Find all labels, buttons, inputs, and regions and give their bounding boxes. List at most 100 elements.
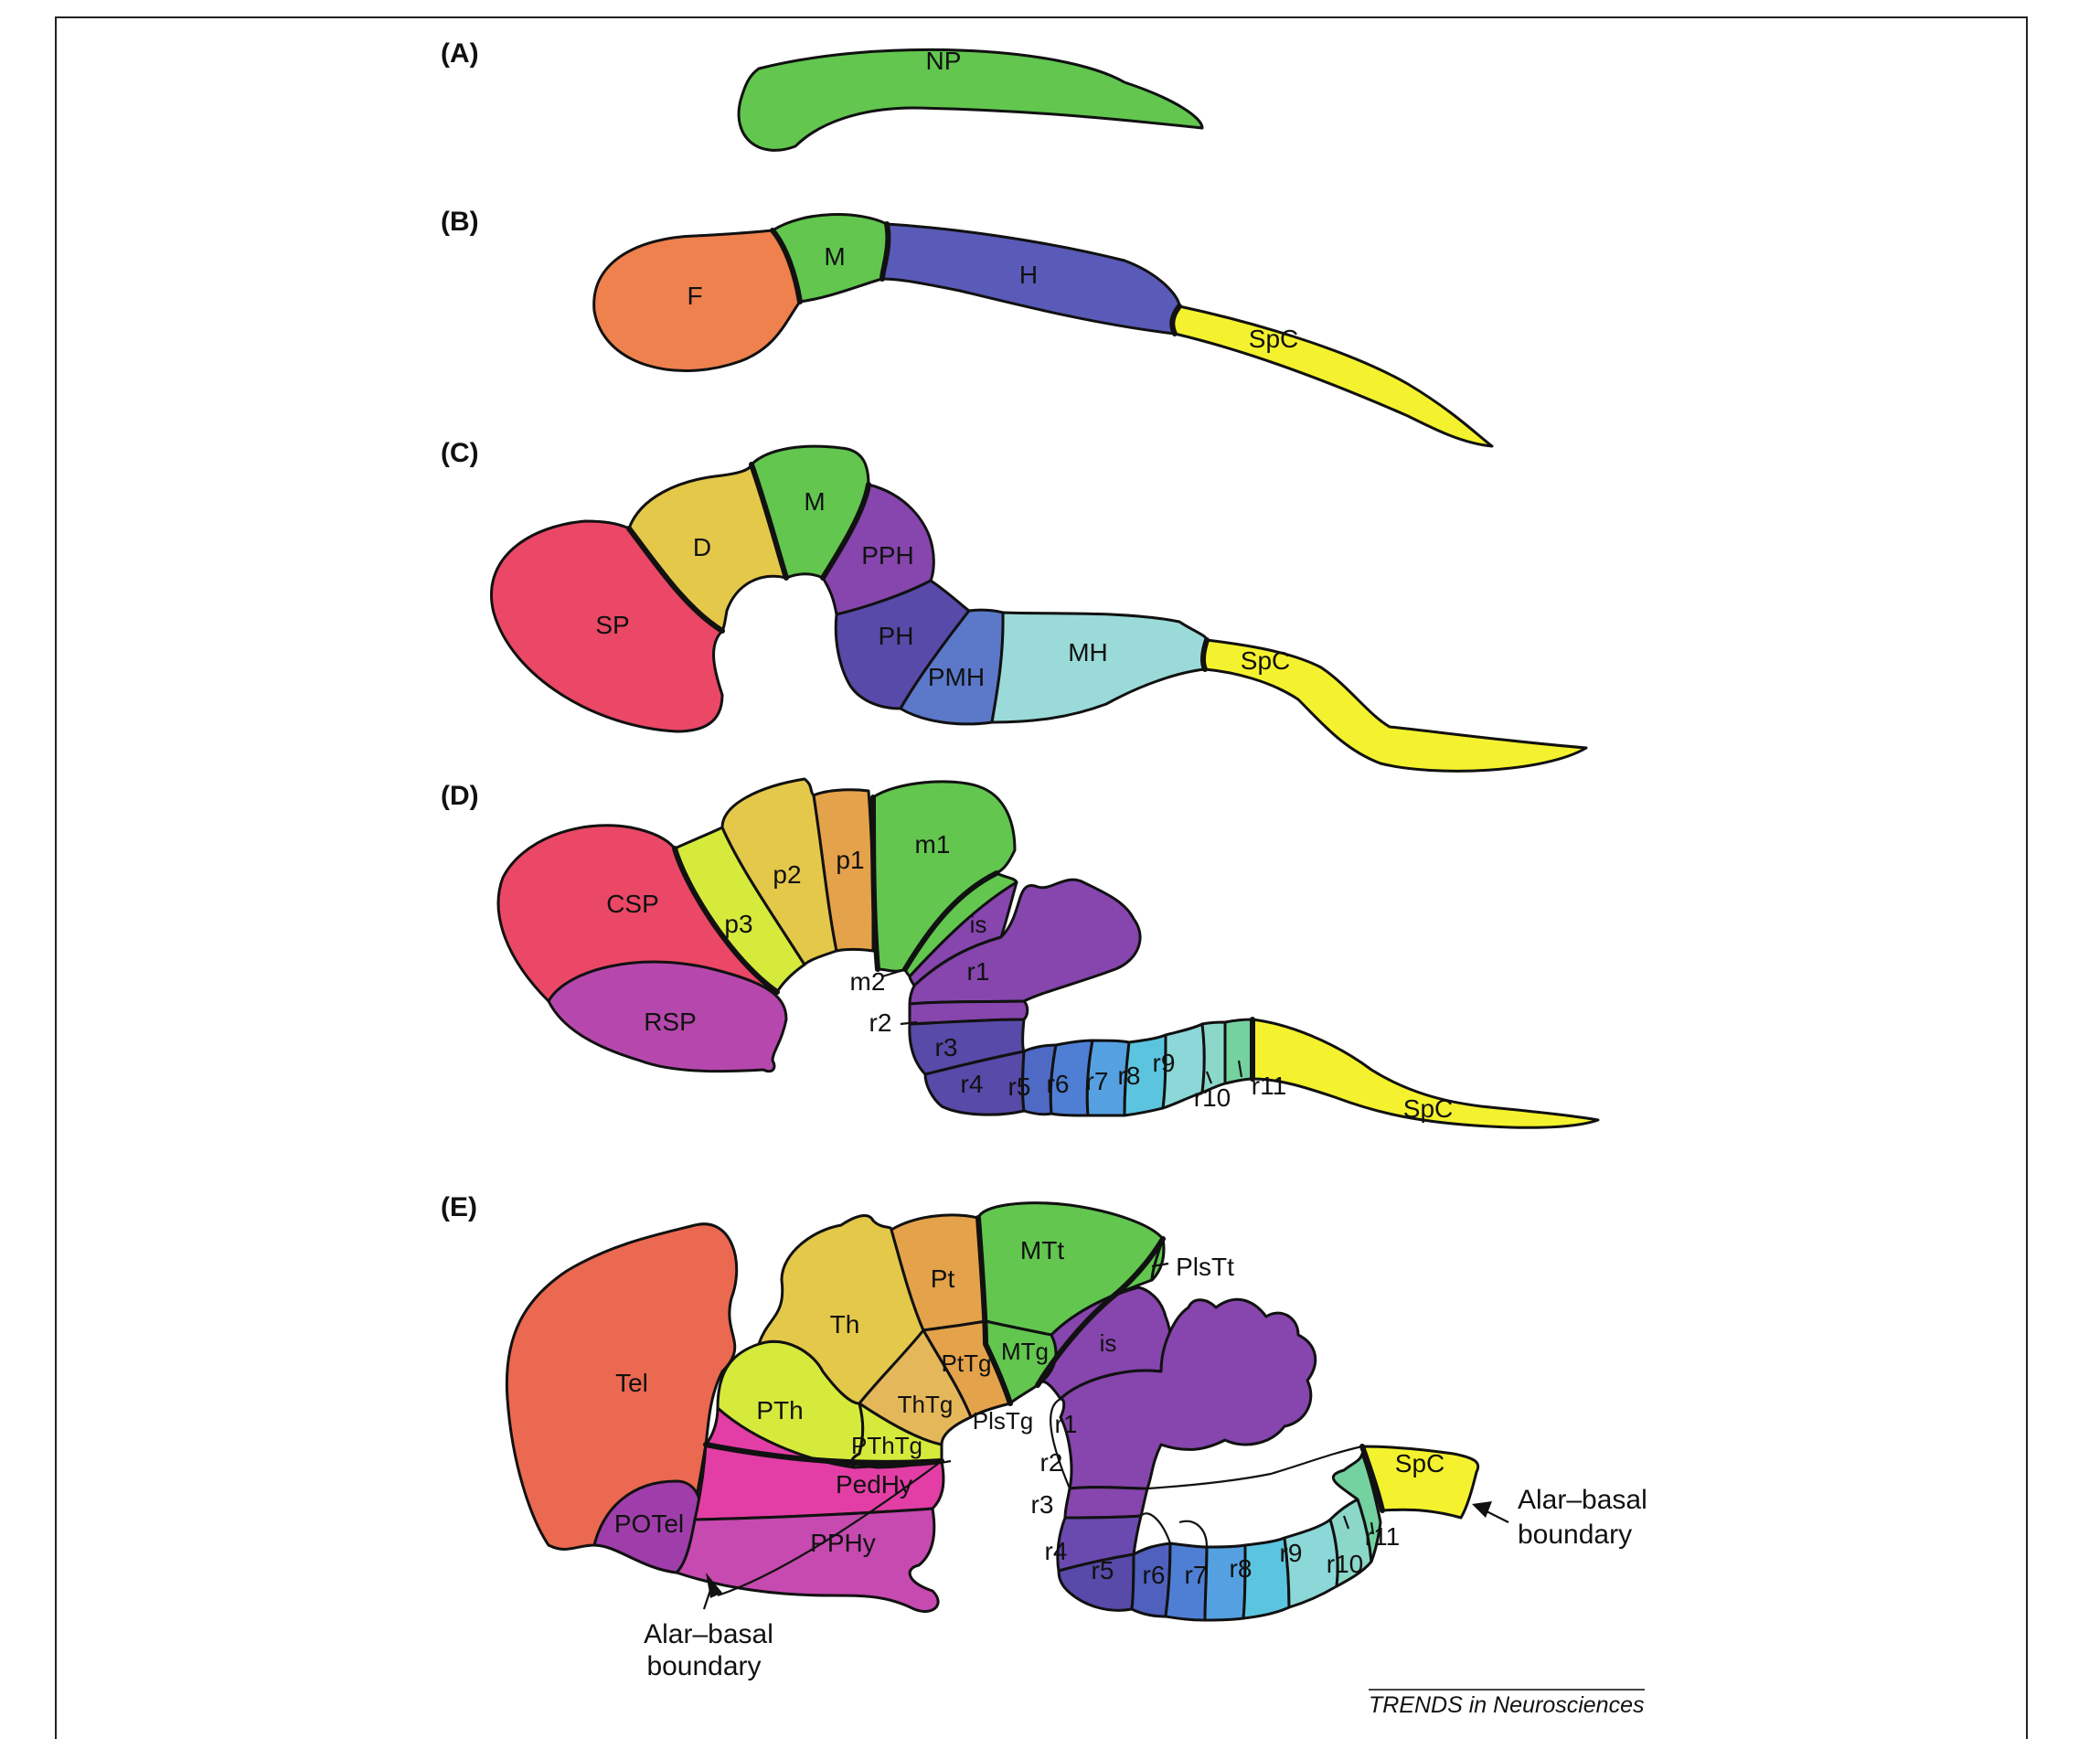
alar-basal-boundary-line <box>717 1460 943 1597</box>
np-region <box>737 48 1204 152</box>
boundary-m-is <box>1035 1236 1166 1388</box>
is-label-d: is <box>970 911 987 938</box>
r10-pointer <box>1205 1071 1213 1084</box>
panel-c: (C) SP D M PPH PH PMH MH SpC <box>441 438 1588 773</box>
m2-pointer <box>881 969 901 978</box>
r1-region-e <box>1059 1297 1317 1490</box>
potel-label: POTel <box>614 1510 684 1538</box>
pttg-label: PtTg <box>942 1350 992 1377</box>
pphy-region <box>675 1507 940 1613</box>
boundary-pt-mtt <box>975 1215 1013 1406</box>
r11-label-e: r11 <box>1365 1522 1400 1551</box>
spc-label-c: SpC <box>1241 646 1290 675</box>
np-label: NP <box>926 47 962 75</box>
m-label-b: M <box>824 242 845 271</box>
alar-basal-label-2-line1: Alar–basal <box>1518 1485 1647 1515</box>
ph-label: PH <box>879 622 914 650</box>
r2-pointer <box>900 1020 918 1026</box>
m-label-c: M <box>804 487 825 516</box>
r3-label-e: r3 <box>1031 1490 1054 1519</box>
boundary-m1-m2 <box>902 870 999 972</box>
boundary-mh <box>879 221 891 282</box>
boundary-mh-spc <box>1199 637 1210 672</box>
r-fan-2 <box>1178 1520 1209 1548</box>
mh-region <box>990 611 1209 724</box>
arrow-2-head <box>1472 1501 1492 1518</box>
boundary-d-m <box>749 462 789 581</box>
panel-b-label: (B) <box>441 207 479 237</box>
boundary-sp-d <box>626 526 725 634</box>
alar-basal-label-2-line2: boundary <box>1518 1520 1632 1550</box>
th-label: Th <box>830 1310 860 1339</box>
spc-region-d <box>1251 1018 1600 1129</box>
spc-region-b <box>1170 304 1494 448</box>
spc-region-c <box>1201 638 1588 773</box>
panel-d-label: (D) <box>441 781 479 811</box>
panel-b: (B) F M H SpC <box>441 207 1494 448</box>
r3-label-d: r3 <box>935 1033 958 1062</box>
alar-basal-label-1-line2: boundary <box>646 1651 761 1681</box>
d-label: D <box>693 533 711 561</box>
thtg-label: ThTg <box>898 1391 954 1418</box>
csp-label: CSP <box>606 890 659 918</box>
h-label-b: H <box>1019 261 1038 289</box>
r4-label-e: r4 <box>1045 1537 1068 1565</box>
boundary-m-pph <box>820 482 871 581</box>
r2-label-e: r2 <box>1040 1448 1063 1477</box>
pth-label: PTh <box>756 1396 803 1424</box>
m1-label: m1 <box>915 830 951 859</box>
f-region <box>592 227 814 372</box>
plstt-label: PlsTt <box>1176 1253 1234 1281</box>
boundary-p1-m1 <box>870 795 880 972</box>
r7-label-d: r7 <box>1086 1067 1109 1095</box>
pph-label: PPH <box>861 541 914 570</box>
r7-label-e: r7 <box>1185 1561 1208 1589</box>
p2-label: p2 <box>773 860 801 889</box>
r11-pointer-e <box>1370 1521 1375 1535</box>
r1-region-d <box>908 878 1142 1006</box>
spc-label-e: SpC <box>1395 1449 1444 1478</box>
r1-inner-edge <box>1050 1398 1071 1489</box>
panel-a: (A) NP <box>441 38 1204 152</box>
figure-border <box>55 16 2028 1739</box>
r5-label-d: r5 <box>1008 1072 1031 1101</box>
boundary-pth-hy <box>703 1442 944 1466</box>
r11-region-e <box>1331 1452 1382 1563</box>
p1-region <box>812 788 875 953</box>
r11-pointer <box>1237 1060 1243 1078</box>
r8-label-d: r8 <box>1118 1062 1141 1090</box>
r10-label-d: r10 <box>1194 1083 1231 1112</box>
mh-label: MH <box>1068 638 1108 667</box>
pthtg-label: PThTg <box>851 1432 922 1459</box>
r6-label-d: r6 <box>1047 1070 1070 1098</box>
p1-label: p1 <box>836 846 864 874</box>
boundary-fm <box>770 228 803 304</box>
r10-region-d <box>1200 1020 1227 1094</box>
arrow-1-head <box>706 1573 722 1598</box>
r2-region-e <box>1063 1486 1149 1520</box>
is-label-e: is <box>1100 1329 1117 1357</box>
r10-label-e: r10 <box>1327 1550 1363 1578</box>
journal-credit: TRENDS in Neurosciences <box>1369 1689 1645 1719</box>
pt-label: Pt <box>931 1264 955 1293</box>
boundary-hspc <box>1169 304 1182 336</box>
boundary-csp-p3 <box>672 846 780 995</box>
pmh-label: PMH <box>928 663 985 691</box>
pedhy-label: PedHy <box>836 1470 912 1499</box>
panel-e: (E) <box>441 1192 1647 1681</box>
r-fan-1 <box>1140 1512 1172 1544</box>
r2-label-d: r2 <box>869 1008 892 1037</box>
spc-label-b: SpC <box>1249 325 1298 353</box>
r5-label-e: r5 <box>1092 1556 1114 1584</box>
r1-label-d: r1 <box>967 957 990 986</box>
alar-basal-label-1-line1: Alar–basal <box>644 1619 773 1649</box>
panel-c-label: (C) <box>441 438 479 468</box>
plstt-pointer <box>1151 1262 1169 1268</box>
boundary-r11-spc-e <box>1359 1444 1385 1513</box>
spc-label-d: SpC <box>1403 1094 1453 1123</box>
plstg-label: PlsTg <box>973 1407 1033 1435</box>
mtt-label: MTt <box>1020 1236 1064 1264</box>
pphy-label: PPHy <box>810 1529 876 1557</box>
